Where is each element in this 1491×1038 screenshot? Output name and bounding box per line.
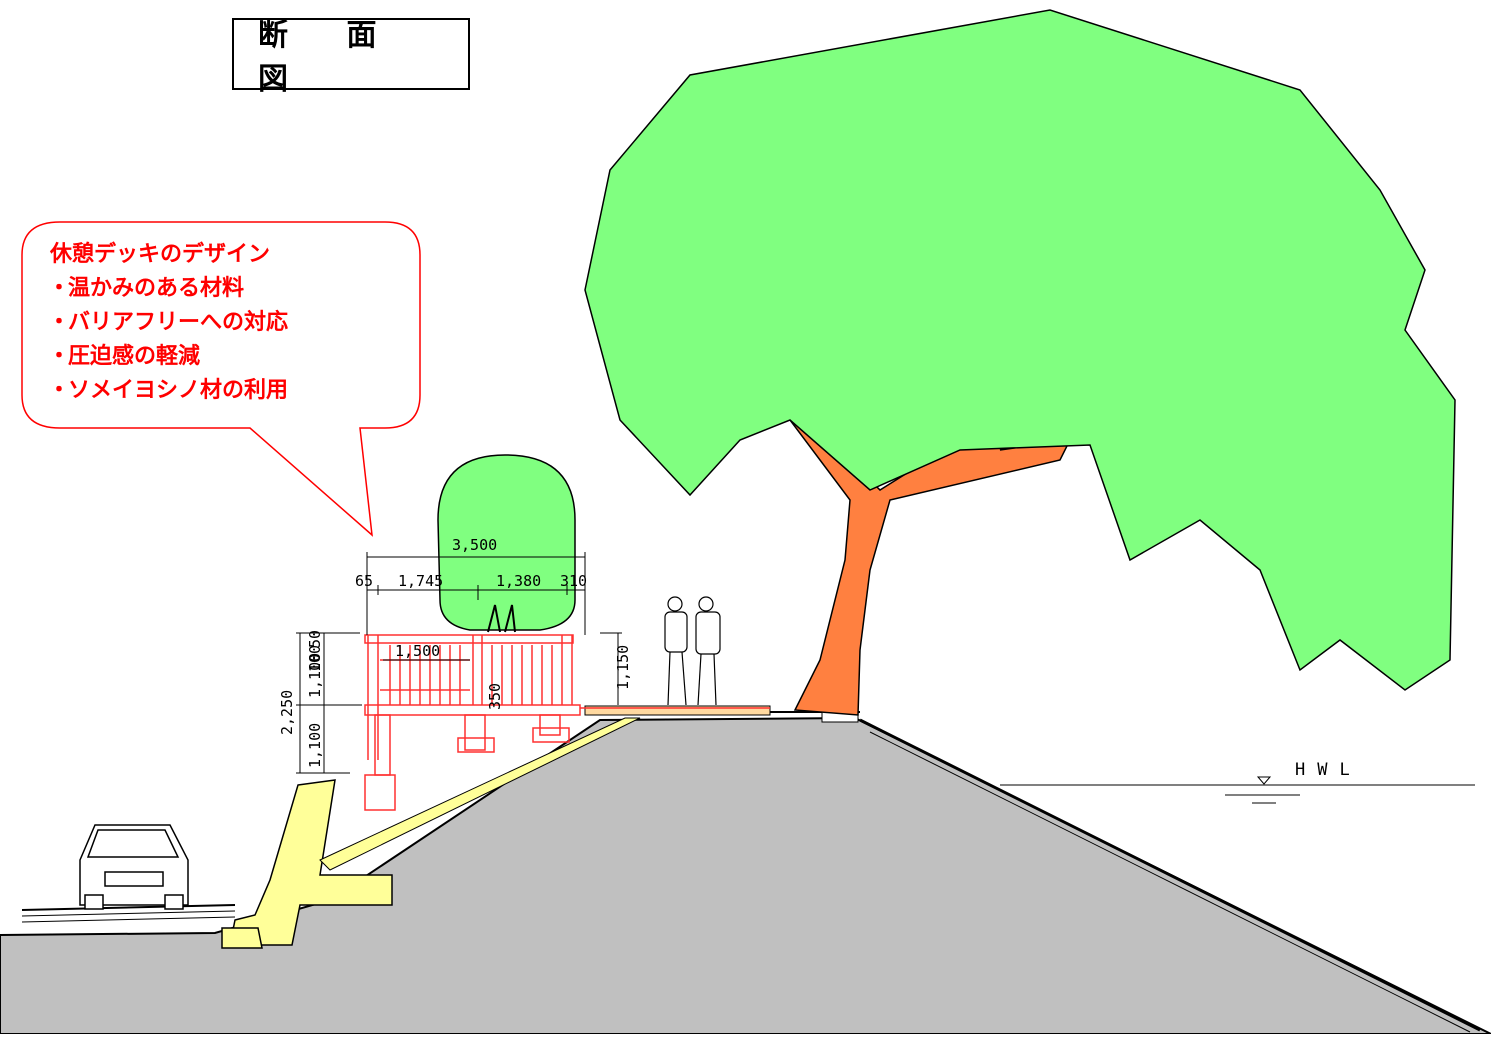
dim-1100-bottom: 1,100 — [306, 723, 324, 768]
callout-item: ソメイヨシノ材の利用 — [48, 374, 410, 408]
wall-footing — [221, 927, 263, 949]
dim-65: 65 — [355, 572, 373, 590]
dim-100: 100 — [306, 645, 324, 672]
dim-50: 50 — [306, 630, 324, 648]
dim-1745: 1,745 — [398, 572, 443, 590]
slope-lining — [859, 718, 1481, 1032]
road-surface-3 — [21, 916, 236, 923]
pedestrians — [664, 596, 721, 706]
road-surface-2 — [21, 910, 236, 917]
callout-item: 圧迫感の軽減 — [48, 340, 410, 374]
title-box: 断 面 図 — [232, 18, 470, 97]
page-title: 断 面 図 — [258, 18, 401, 97]
walkway — [584, 705, 771, 716]
dimension-lines — [296, 552, 622, 774]
rest-deck — [364, 634, 581, 811]
car — [79, 824, 189, 910]
callout-item: 温かみのある材料 — [48, 272, 410, 306]
hwl-label: HWL — [1295, 760, 1362, 780]
dim-2250: 2,250 — [278, 690, 296, 735]
dim-1150: 1,150 — [614, 645, 632, 690]
slope-lining-inner — [869, 731, 1471, 1033]
dim-350: 350 — [486, 683, 504, 710]
large-tree-foliage — [584, 9, 1456, 691]
road-surface — [21, 904, 236, 911]
small-tree-foliage — [437, 454, 576, 631]
dim-total-width: 3,500 — [452, 536, 497, 554]
dim-1100-top: 1,100 — [306, 653, 324, 698]
dim-1380: 1,380 — [496, 572, 541, 590]
hwl-triangle — [1256, 776, 1272, 785]
embankment — [0, 716, 1491, 1035]
dim-310: 310 — [560, 572, 587, 590]
dim-1500: 1,500 — [395, 642, 440, 660]
callout-text: 休憩デッキのデザイン 温かみのある材料 バリアフリーへの対応 圧迫感の軽減 ソメ… — [48, 238, 410, 408]
small-tree-trunk — [487, 604, 516, 633]
slope-strip — [319, 717, 641, 871]
callout-heading: 休憩デッキのデザイン — [50, 242, 271, 267]
callout-item: バリアフリーへの対応 — [48, 306, 410, 340]
